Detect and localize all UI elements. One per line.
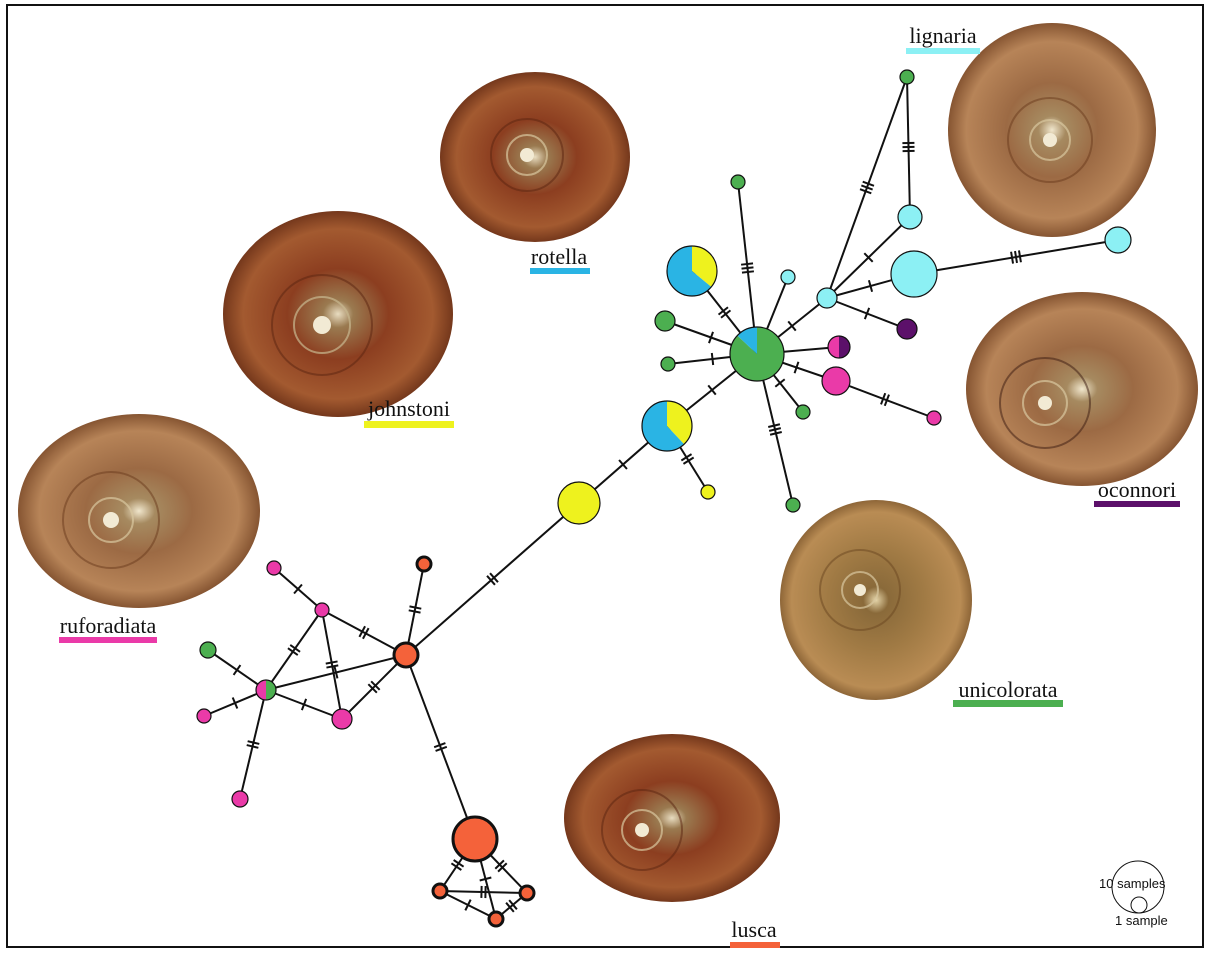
mutation-tick bbox=[1019, 250, 1021, 262]
node-c4 bbox=[898, 205, 922, 229]
node-g5 bbox=[786, 498, 800, 512]
mutation-tick bbox=[1011, 252, 1013, 264]
svg-text:lusca: lusca bbox=[731, 917, 776, 942]
node-c1 bbox=[781, 270, 795, 284]
edge-o1-o3 bbox=[406, 655, 475, 839]
node-g3 bbox=[661, 357, 675, 371]
node-c5 bbox=[1105, 227, 1131, 253]
mutation-tick bbox=[742, 271, 754, 272]
label-lusca: lusca bbox=[730, 917, 780, 948]
node-c2 bbox=[817, 288, 837, 308]
mutation-tick bbox=[741, 263, 753, 264]
node-hub bbox=[730, 327, 784, 381]
node-pk1 bbox=[822, 367, 850, 395]
mutation-tick bbox=[247, 745, 259, 748]
node-o4 bbox=[433, 884, 447, 898]
node-pk2 bbox=[927, 411, 941, 425]
shell-johnstoni bbox=[223, 211, 453, 417]
label-oconnori: oconnori bbox=[1094, 477, 1180, 507]
node-y3 bbox=[558, 482, 600, 524]
shell-unicolorata bbox=[780, 500, 972, 700]
label-lignaria: lignaria bbox=[906, 23, 980, 54]
mutation-tick bbox=[409, 610, 421, 612]
svg-text:unicolorata: unicolorata bbox=[959, 677, 1058, 702]
label-ruforadiata: ruforadiata bbox=[59, 613, 157, 643]
node-o3 bbox=[453, 817, 497, 861]
svg-text:johnstoni: johnstoni bbox=[367, 396, 450, 421]
node-o5 bbox=[520, 886, 534, 900]
svg-text:rotella: rotella bbox=[531, 244, 587, 269]
node-pk6 bbox=[332, 709, 352, 729]
node-g2 bbox=[655, 311, 675, 331]
node-pk4 bbox=[267, 561, 281, 575]
node-pu bbox=[897, 319, 917, 339]
node-pk7 bbox=[232, 791, 248, 807]
node-g4 bbox=[796, 405, 810, 419]
edge-o4-o5 bbox=[440, 891, 527, 893]
mutation-tick bbox=[770, 432, 782, 435]
node-y4 bbox=[701, 485, 715, 499]
shell-oconnori bbox=[966, 292, 1198, 486]
node-o2 bbox=[417, 557, 431, 571]
node-g7 bbox=[200, 642, 216, 658]
size-legend: 10 samples 1 sample bbox=[1099, 861, 1168, 928]
edge-pk3-pk6 bbox=[322, 610, 342, 719]
node-g6 bbox=[900, 70, 914, 84]
legend-small-label: 1 sample bbox=[1115, 913, 1168, 928]
shell-ruforadiata bbox=[18, 414, 260, 608]
label-johnstoni: johnstoni bbox=[364, 396, 454, 428]
node-c3 bbox=[891, 251, 937, 297]
node-mp bbox=[828, 336, 850, 358]
svg-text:ruforadiata: ruforadiata bbox=[60, 613, 157, 638]
shell-rotella bbox=[440, 72, 630, 242]
node-yb1 bbox=[667, 246, 717, 296]
shell-lusca bbox=[564, 734, 780, 902]
shell-lignaria bbox=[948, 23, 1156, 237]
edge-o1-pk3 bbox=[322, 610, 406, 655]
mutation-tick bbox=[1015, 251, 1017, 263]
mutation-tick bbox=[769, 428, 781, 431]
mutation-tick bbox=[234, 665, 241, 675]
node-o1 bbox=[394, 643, 418, 667]
node-gp bbox=[256, 680, 276, 700]
svg-text:lignaria: lignaria bbox=[909, 23, 976, 48]
label-unicolorata: unicolorata bbox=[953, 677, 1063, 707]
edge-o1-pk6 bbox=[342, 655, 406, 719]
mutation-tick bbox=[742, 267, 754, 268]
mutation-tick bbox=[326, 665, 338, 667]
legend-large-label: 10 samples bbox=[1099, 876, 1166, 891]
edge-pk1-pk2 bbox=[836, 381, 934, 418]
svg-text:oconnori: oconnori bbox=[1098, 477, 1176, 502]
node-yb2 bbox=[642, 401, 692, 451]
node-g1 bbox=[731, 175, 745, 189]
mutation-tick bbox=[410, 606, 422, 608]
edge-y3-o1 bbox=[406, 503, 579, 655]
label-rotella: rotella bbox=[530, 244, 590, 274]
node-pk5 bbox=[197, 709, 211, 723]
mutation-tick bbox=[768, 424, 780, 427]
edge-gp-pk7 bbox=[240, 690, 266, 799]
mutation-tick bbox=[326, 661, 338, 663]
mutation-tick bbox=[248, 741, 260, 744]
node-o6 bbox=[489, 912, 503, 926]
mutation-tick bbox=[712, 353, 713, 365]
node-pk3 bbox=[315, 603, 329, 617]
